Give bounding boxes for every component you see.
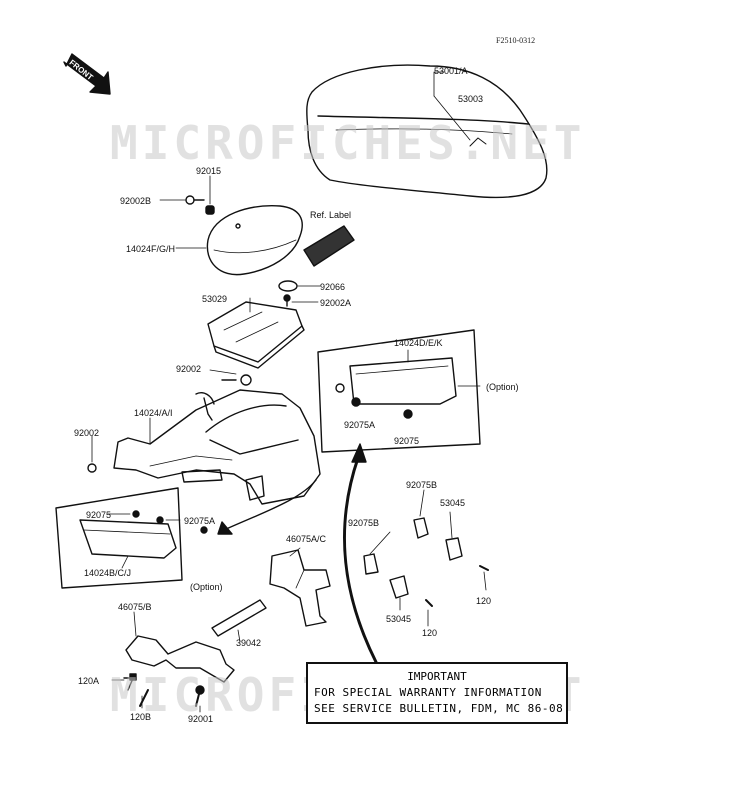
label-14024fgh: 14024F/G/H <box>126 244 176 254</box>
option-box-left <box>55 487 183 589</box>
label-46075b: 46075/B <box>118 602 152 612</box>
label-92075b-mid: 92075B <box>348 518 380 528</box>
label-92075a-left: 92075A <box>184 516 216 526</box>
label-120a: 120A <box>78 676 100 686</box>
label-53029: 53029 <box>202 294 228 304</box>
tail-bracket <box>207 301 303 363</box>
label-option-left: (Option) <box>190 582 223 592</box>
option-box-right <box>317 329 481 453</box>
label-14024bcj: 14024B/C/J <box>84 568 132 578</box>
seat-cowl-cover <box>206 205 303 276</box>
notice-line-2: SEE SERVICE BULLETIN, FDM, MC 86-08 <box>314 702 564 715</box>
label-92002b: 92002B <box>120 196 152 206</box>
label-53045-top: 53045 <box>440 498 466 508</box>
seat <box>306 64 548 199</box>
label-92075-right: 92075 <box>394 436 420 446</box>
label-53045-bottom: 53045 <box>386 614 412 624</box>
label-120-right: 120 <box>476 596 492 606</box>
watermark-top: MICROFICHES.NET <box>110 116 586 170</box>
label-92015: 92015 <box>196 166 222 176</box>
front-arrow-icon <box>63 53 111 95</box>
label-14024dek: 14024D/E/K <box>394 338 443 348</box>
label-ref-label: Ref. Label <box>310 210 352 220</box>
label-92066: 92066 <box>320 282 346 292</box>
label-92075b-top: 92075B <box>406 480 438 490</box>
label-92002-mid: 92002 <box>176 364 202 374</box>
grab-bracket-left <box>125 635 235 683</box>
label-92002a: 92002A <box>320 298 352 308</box>
figure-code: F2510-0312 <box>496 36 536 45</box>
label-92075-left: 92075 <box>86 510 112 520</box>
label-39042: 39042 <box>236 638 262 648</box>
label-92001: 92001 <box>188 714 214 724</box>
label-120-bottom: 120 <box>422 628 438 638</box>
label-53001a: 53001/A <box>434 66 468 76</box>
important-notice: IMPORTANT FOR SPECIAL WARRANTY INFORMATI… <box>306 662 568 724</box>
notice-title: IMPORTANT <box>407 670 467 683</box>
label-46075ac: 46075A/C <box>286 534 327 544</box>
label-53003: 53003 <box>458 94 484 104</box>
rod <box>211 599 267 637</box>
label-option-right: (Option) <box>486 382 519 392</box>
label-120b: 120B <box>130 712 152 722</box>
notice-line-1: FOR SPECIAL WARRANTY INFORMATION <box>314 686 542 699</box>
label-92002-left: 92002 <box>74 428 100 438</box>
ref-label-plate <box>303 225 355 267</box>
label-92075a-right: 92075A <box>344 420 376 430</box>
label-14024ai: 14024/A/I <box>134 408 173 418</box>
grab-bracket-right <box>269 549 331 627</box>
